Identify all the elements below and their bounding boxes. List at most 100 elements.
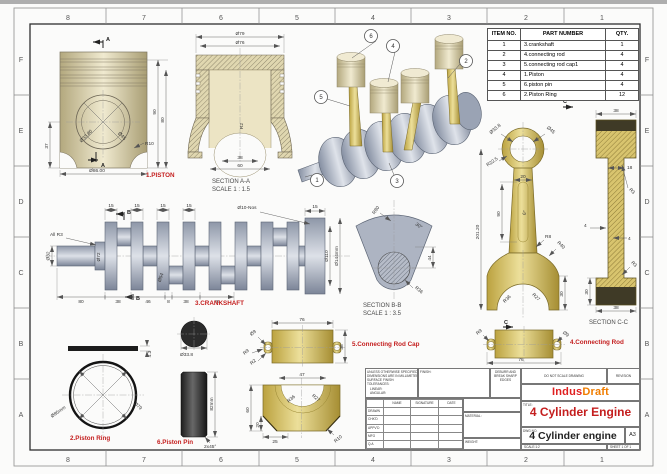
dim-label: 15 <box>134 203 140 209</box>
dim-label: 18 <box>627 165 633 171</box>
parts-table: ITEM NO. PART NUMBER QTY. 1 3.crankshaft… <box>487 28 639 101</box>
section-bb-label: SECTION B-B <box>363 303 401 309</box>
blank-cell <box>383 431 411 441</box>
view-rod-cap: 76 38 Ø9 R9 R2 47 60 20 25 R36 <box>242 317 420 445</box>
view-section-aa: R2 Ø79 Ø76 38 60 SECTION A-A SCALE 1 : 1… <box>187 31 293 193</box>
dim-label: 20 <box>255 422 261 428</box>
view-label-piston: 1.PISTON <box>146 172 175 179</box>
finish-label: FINISH: <box>420 370 432 374</box>
blank-cell <box>438 439 462 449</box>
qty: 12 <box>605 90 639 101</box>
grid-label: A <box>645 412 650 419</box>
dim-label: R3 <box>629 260 638 269</box>
deburr-cell: DEBURR AND BREAK SHARP EDGES <box>490 368 521 398</box>
col-header: DATE <box>438 399 462 409</box>
drawing-title: 4 Cylinder Engine <box>529 405 632 419</box>
blank-cell <box>383 415 411 425</box>
dim-label: 30° <box>414 222 423 231</box>
table-row: 2 4.connecting rod 4 <box>487 50 639 61</box>
view-piston-ring: 4.3 Ø85mm Ø79 2.Piston Ring <box>50 340 153 442</box>
grid-label: 2 <box>524 15 528 22</box>
grid-label: 4 <box>371 457 375 464</box>
weight-label: WEIGHT: <box>465 440 479 444</box>
part-number: 3.crankshaft <box>520 40 606 51</box>
qty: 1 <box>605 40 639 51</box>
approval-table: NAME SIGNATURE DATE DRAWN CHK'D APPV'D M… <box>366 399 462 449</box>
table-row: 6 2.Piston Ring 12 <box>487 90 639 101</box>
blank-cell <box>383 439 411 449</box>
qty: 4 <box>605 70 639 81</box>
dim-label: Ø9 <box>249 329 258 338</box>
dim-label: 60 <box>237 163 243 169</box>
view-crankshaft: All R3 Ø32 Ø72 Ø54 15 15 15 15 B B <box>45 203 350 307</box>
dim-label: 38 <box>237 155 243 161</box>
scale-cell: SCALE:1:2 <box>521 444 607 450</box>
scale-label: SCALE:1:2 <box>524 445 540 449</box>
grid-label: F <box>645 57 649 64</box>
section-aa-scale: SCALE 1 : 1.5 <box>212 187 251 193</box>
section-aa-label: SECTION A-A <box>212 179 250 185</box>
dim-label: R36 <box>413 285 424 295</box>
grid-label: F <box>19 57 23 64</box>
view-section-cc: 38 18 R3 4 4 R3 30 38 SECTION C-C <box>584 108 638 326</box>
dim-label: 15 <box>312 204 318 210</box>
dim-label: 46 <box>214 299 220 305</box>
view-label-rod-cap: 5.Connecting Rod Cap <box>352 341 420 348</box>
part-number: 5.connecting rod cap1 <box>520 60 606 71</box>
material-cell: MATERIAL: <box>463 412 521 438</box>
dim-label: 201.20 <box>475 224 481 239</box>
tolerance-line: DIMENSIONS ARE IN MILLIMETERS <box>367 374 418 379</box>
col-header: NAME <box>383 399 411 409</box>
qty: 4 <box>605 60 639 71</box>
material-label: MATERIAL: <box>465 414 482 418</box>
title-cell: TITLE: 4 Cylinder Engine <box>521 401 640 427</box>
view-label-piston-pin: 6.Piston Pin <box>157 439 193 446</box>
view-label-piston-ring: 2.Piston Ring <box>70 435 110 442</box>
section-cc-label: SECTION C-C <box>589 320 629 326</box>
parts-table-header: QTY. <box>605 28 639 41</box>
row-label: CHK'D <box>366 415 384 425</box>
balloon-5: 5 <box>319 95 323 101</box>
grid-label: 3 <box>447 457 451 464</box>
grid-label: 1 <box>600 457 604 464</box>
tolerance-line: SURFACE FINISH: <box>367 378 395 383</box>
view-piston: A A Ø86.00 Ø33.80 Ø45 R10 37 90 80 1.PIS… <box>44 37 175 179</box>
table-row: 3 5.connecting rod cap1 4 <box>487 60 639 71</box>
dim-label: 44 <box>427 255 433 261</box>
item-no: 4 <box>487 70 521 81</box>
dim-label: 6° <box>522 210 529 216</box>
dim-label: Ø76 <box>235 40 244 46</box>
part-number: 4.connecting rod <box>520 50 606 61</box>
dim-label: R2 <box>239 123 245 129</box>
dim-label: R22.5 <box>485 156 499 168</box>
dim-label: Ø86.00 <box>89 168 105 174</box>
dim-label: 4.3 <box>147 350 153 357</box>
blank-cell <box>410 439 439 449</box>
finish-cell: FINISH: <box>418 368 490 398</box>
balloon-3: 3 <box>395 179 399 185</box>
blank-cell <box>410 431 439 441</box>
dim-label: All R3 <box>50 232 63 238</box>
part-number: 2.Piston Ring <box>520 90 606 101</box>
blank-cell <box>438 407 462 417</box>
dim-label: 60 <box>245 407 251 413</box>
dwg-cell: DWG NO. 4 Cylinder engine <box>521 427 625 444</box>
balloon-4: 4 <box>391 44 395 50</box>
dim-label: 15 <box>186 203 192 209</box>
sheet-frame: 8 7 6 5 4 3 2 1 8 7 6 5 4 3 2 1 F E D C … <box>13 7 654 467</box>
logo-part-red: Indus <box>551 386 583 398</box>
grid-label: 5 <box>295 15 299 22</box>
section-c-marker: C <box>504 320 508 326</box>
dim-label: 38 <box>613 305 619 311</box>
parts-table-header: PART NUMBER <box>520 28 606 41</box>
dim-label: 8 <box>167 299 170 305</box>
row-label: DRAWN <box>366 407 384 417</box>
dim-label: R9 <box>242 348 251 357</box>
dim-label: R8 <box>545 234 551 240</box>
dim-label: 15 <box>160 203 166 209</box>
view-section-bb: R80 30° 44 R36 SECTION B-B SCALE 1 : 3.5 <box>355 200 436 317</box>
dim-label: 30 <box>559 291 565 297</box>
view-label-crankshaft: 3.CRANKSHAFT <box>195 300 244 307</box>
section-a-marker: A <box>101 163 105 169</box>
title-block: UNLESS OTHERWISE SPECIFIED: DIMENSIONS A… <box>365 368 640 450</box>
